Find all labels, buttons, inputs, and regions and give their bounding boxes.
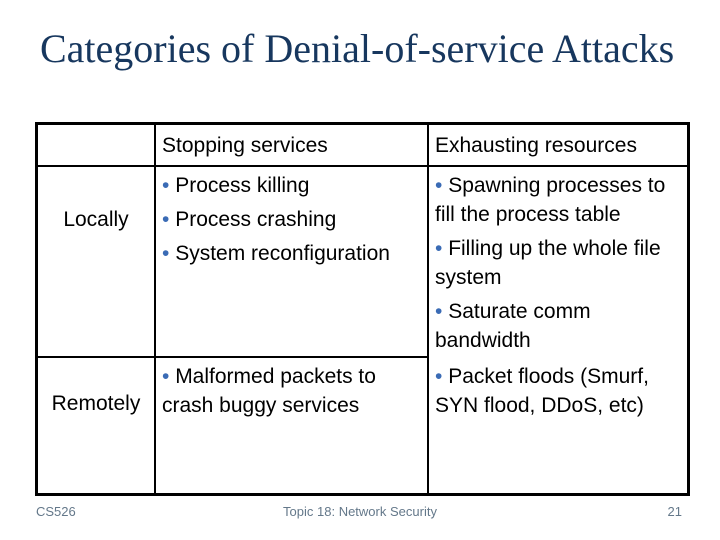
bullet-item: Process killing [162, 171, 425, 200]
bullet-item: Filling up the whole file system [435, 234, 685, 292]
footer-course-code: CS526 [36, 504, 76, 519]
footer-topic: Topic 18: Network Security [283, 504, 437, 519]
dos-categories-table: Stopping services Exhausting resources L… [35, 122, 690, 496]
row-label-text: Remotely [51, 392, 141, 415]
cell-remotely-exhausting: Packet floods (Smurf, SYN flood, DDoS, e… [429, 358, 687, 493]
cell-locally-stopping: Process killing Process crashing System … [156, 167, 429, 358]
row-label-locally: Locally [38, 167, 156, 358]
row-label-text: Locally [63, 208, 129, 231]
table-header-stopping-services: Stopping services [156, 125, 429, 167]
bullet-item: Malformed packets to crash buggy service… [162, 362, 425, 420]
footer-page-number: 21 [667, 504, 682, 519]
cell-locally-exhausting: Spawning processes to fill the process t… [429, 167, 687, 358]
bullet-item: System reconfiguration [162, 239, 425, 268]
table-header-exhausting-resources: Exhausting resources [429, 125, 687, 167]
row-label-remotely: Remotely [38, 358, 156, 493]
cell-remotely-stopping: Malformed packets to crash buggy service… [156, 358, 429, 493]
bullet-item: Process crashing [162, 205, 425, 234]
bullet-item: Spawning processes to fill the process t… [435, 171, 685, 229]
bullet-item: Saturate comm bandwidth [435, 297, 685, 355]
table-header-blank [38, 125, 156, 167]
page-title: Categories of Denial-of-service Attacks [40, 26, 675, 71]
bullet-item: Packet floods (Smurf, SYN flood, DDoS, e… [435, 362, 685, 420]
